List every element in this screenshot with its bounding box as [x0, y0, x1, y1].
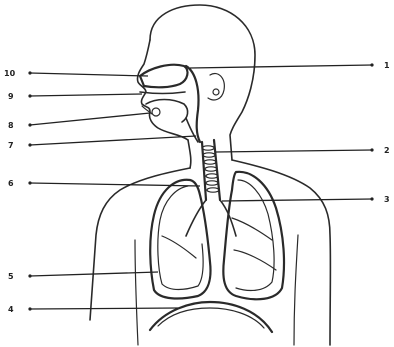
label-text: 9 — [8, 92, 14, 101]
label-text: 5 — [8, 272, 14, 281]
tracheal-ring — [207, 188, 219, 192]
tooth — [152, 108, 160, 116]
ear — [208, 73, 224, 99]
tracheal-ring — [205, 167, 217, 171]
upper-airway — [140, 65, 200, 142]
tracheal-ring — [203, 153, 215, 157]
trachea — [202, 140, 220, 200]
right-labels: 1 2 3 — [190, 61, 390, 204]
label-4: 4 — [8, 305, 178, 314]
tracheal-ring — [206, 181, 218, 185]
right-lung-fissure-1 — [232, 218, 272, 240]
label-10: 10 — [4, 69, 148, 78]
label-text: 1 — [384, 61, 390, 70]
label-9: 9 — [8, 92, 142, 101]
body-outline — [90, 5, 330, 345]
diaphragm — [150, 302, 272, 332]
label-2: 2 — [216, 146, 390, 155]
tracheal-ring — [202, 146, 214, 150]
label-6: 6 — [8, 179, 200, 188]
tracheal-ring — [206, 174, 218, 178]
label-1: 1 — [190, 61, 390, 70]
trachea-left-wall — [202, 142, 206, 200]
label-text: 7 — [8, 141, 14, 150]
left-lung — [150, 180, 210, 299]
leader-line — [190, 65, 372, 68]
label-text: 6 — [8, 179, 14, 188]
right-shoulder — [232, 160, 330, 345]
leader-line — [222, 199, 372, 201]
pharynx — [186, 66, 200, 142]
left-lung-fissure — [162, 236, 196, 258]
neck-front — [188, 140, 191, 168]
leader-line — [30, 136, 196, 145]
right-lung — [223, 172, 284, 299]
label-8: 8 — [8, 113, 150, 130]
leader-line — [216, 150, 372, 152]
hard-palate — [140, 92, 185, 94]
face-profile — [137, 40, 188, 140]
leader-line — [30, 94, 142, 96]
label-7: 7 — [8, 136, 196, 150]
leader-line — [30, 113, 150, 125]
left-arm-line — [135, 240, 138, 345]
leader-line — [30, 308, 178, 309]
right-arm-line — [294, 235, 298, 345]
left-labels: 10 9 8 7 6 — [4, 69, 200, 314]
left-shoulder — [90, 168, 190, 320]
label-text: 3 — [384, 195, 390, 204]
head-outline — [150, 5, 255, 160]
leader-line — [30, 73, 148, 76]
ear-canal — [213, 89, 219, 95]
label-text: 2 — [384, 146, 390, 155]
label-3: 3 — [222, 195, 390, 204]
tracheal-ring — [204, 160, 216, 164]
right-lung-fissure-2 — [234, 250, 276, 270]
label-text: 8 — [8, 121, 14, 130]
label-text: 4 — [8, 305, 14, 314]
label-text: 10 — [4, 69, 16, 78]
right-lung-inner — [236, 180, 274, 290]
